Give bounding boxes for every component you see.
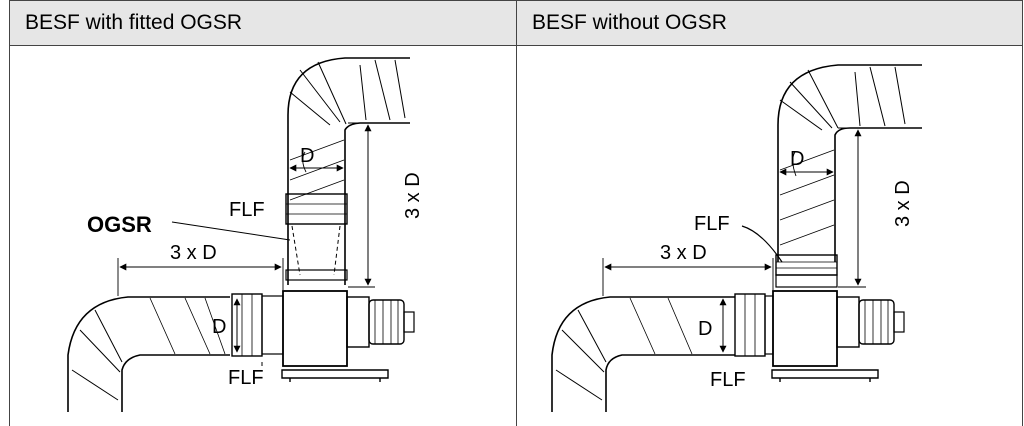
label-flf-upper-right: FLF (694, 213, 730, 235)
flf-lower-right (734, 293, 766, 357)
label-flf-lower-left: FLF (228, 367, 264, 389)
vertical-duct (287, 57, 410, 285)
horizontal-duct-left (67, 296, 230, 412)
fan-motor-left (368, 299, 405, 345)
flf-upper-left (285, 193, 348, 225)
horizontal-duct-right (551, 296, 700, 412)
table-border-left (9, 0, 10, 426)
label-d-horizontal-left: D (212, 316, 226, 338)
label-3xd-horizontal-right: 3 x D (660, 242, 707, 264)
fan-housing-right (772, 290, 838, 367)
label-flf-lower-right: FLF (710, 369, 746, 391)
diagram-without-ogsr (551, 64, 922, 412)
diagram-with-ogsr (67, 57, 415, 412)
fan-base-right (771, 369, 879, 382)
fan-housing-left (282, 290, 348, 367)
table-border-right (1022, 0, 1023, 426)
header-with-ogsr: BESF with fitted OGSR (9, 0, 516, 46)
label-d-horizontal-right: D (698, 318, 712, 340)
comparison-table: BESF with fitted OGSR BESF without OGSR (9, 0, 1023, 426)
label-d-vertical-right: D (790, 148, 804, 170)
flf-upper-right (775, 254, 838, 276)
label-3xd-horizontal-left: 3 x D (170, 242, 217, 264)
label-3xd-vertical-right: 3 x D (892, 180, 914, 227)
label-3xd-vertical-left: 3 x D (402, 172, 424, 219)
label-flf-upper-left: FLF (229, 199, 265, 221)
header-without-ogsr: BESF without OGSR (516, 0, 1023, 46)
fan-base-left (281, 369, 389, 382)
label-d-vertical-left: D (300, 145, 314, 167)
ogsr-section (291, 225, 341, 276)
fan-motor-right (858, 299, 895, 345)
table-divider (516, 0, 517, 426)
label-ogsr: OGSR (87, 212, 152, 237)
